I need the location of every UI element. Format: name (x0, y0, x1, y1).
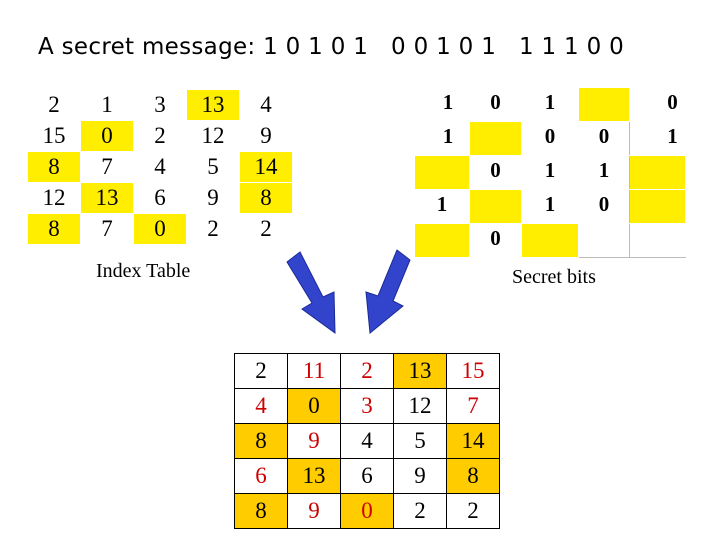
secret-cell: 0 (469, 155, 522, 190)
result-cell: 0 (287, 388, 341, 424)
index-cell: 8 (27, 151, 81, 183)
table-row: 8 9 0 2 2 (234, 493, 500, 529)
secret-cell: 1 (414, 87, 470, 122)
result-cell: 15 (446, 353, 500, 389)
result-cell: 9 (393, 458, 447, 494)
result-cell: 4 (234, 388, 288, 424)
secret-cell: 1 (414, 121, 470, 156)
index-table-label: Index Table (96, 260, 191, 282)
secret-cell (414, 223, 470, 258)
index-cell: 8 (239, 182, 293, 214)
result-cell: 4 (340, 423, 394, 459)
secret-bits-label: Secret bits (512, 266, 596, 288)
index-table: 2 1 3 13 4 15 0 2 12 9 8 7 4 5 14 12 13 … (27, 89, 293, 245)
table-row: 1 1 0 (414, 189, 686, 224)
secret-cell: 1 (521, 87, 579, 122)
table-row: 4 0 3 12 7 (234, 388, 500, 424)
index-cell: 2 (186, 213, 240, 245)
table-row: 2 11 2 13 15 (234, 353, 500, 389)
index-cell: 6 (133, 182, 187, 214)
result-cell: 7 (446, 388, 500, 424)
index-cell: 2 (239, 213, 293, 245)
result-cell: 9 (287, 493, 341, 529)
index-cell: 5 (186, 151, 240, 183)
secret-cell (414, 155, 470, 190)
secret-cell: 1 (629, 121, 686, 156)
result-cell: 8 (446, 458, 500, 494)
right-down-arrow-icon (365, 249, 411, 334)
index-cell: 8 (27, 213, 81, 245)
result-table: 2 11 2 13 15 4 0 3 12 7 8 9 4 5 14 6 13 … (234, 353, 500, 529)
table-row: 15 0 2 12 9 (27, 120, 293, 152)
table-row: 6 13 6 9 8 (234, 458, 500, 494)
index-cell: 9 (239, 120, 293, 152)
result-cell: 6 (234, 458, 288, 494)
result-cell: 8 (234, 493, 288, 529)
result-cell: 8 (234, 423, 288, 459)
result-cell: 2 (446, 493, 500, 529)
result-cell: 5 (393, 423, 447, 459)
secret-cell (578, 87, 630, 122)
table-row: 8 7 0 2 2 (27, 213, 293, 245)
result-cell: 9 (287, 423, 341, 459)
table-row: 8 9 4 5 14 (234, 423, 500, 459)
secret-cell: 1 (578, 155, 630, 190)
index-cell: 12 (186, 120, 240, 152)
table-row: 8 7 4 5 14 (27, 151, 293, 183)
result-cell: 6 (340, 458, 394, 494)
index-cell: 14 (239, 151, 293, 183)
secret-cell (629, 223, 686, 258)
secret-cell (629, 155, 686, 190)
result-cell: 12 (393, 388, 447, 424)
table-row: 1 0 0 1 (414, 121, 686, 156)
result-cell: 11 (287, 353, 341, 389)
left-down-arrow-icon (286, 251, 336, 334)
secret-cell: 0 (469, 223, 522, 258)
secret-cell (469, 121, 522, 156)
result-cell: 2 (234, 353, 288, 389)
table-row: 0 (414, 223, 686, 258)
result-cell: 13 (287, 458, 341, 494)
secret-cell: 1 (521, 189, 579, 224)
index-cell: 3 (133, 89, 187, 121)
index-cell: 7 (80, 213, 134, 245)
secret-cell: 0 (469, 87, 522, 122)
index-cell: 4 (133, 151, 187, 183)
result-cell: 2 (393, 493, 447, 529)
secret-cell (521, 223, 579, 258)
secret-message-title: A secret message: 1 0 1 0 1 0 0 1 0 1 1 … (38, 34, 625, 60)
result-cell: 13 (393, 353, 447, 389)
result-cell: 0 (340, 493, 394, 529)
table-row: 12 13 6 9 8 (27, 182, 293, 214)
secret-cell: 0 (578, 121, 630, 156)
result-cell: 2 (340, 353, 394, 389)
index-cell: 13 (80, 182, 134, 214)
index-cell: 12 (27, 182, 81, 214)
table-row: 1 0 1 0 (414, 87, 686, 122)
result-cell: 14 (446, 423, 500, 459)
index-cell: 4 (239, 89, 293, 121)
index-cell: 0 (133, 213, 187, 245)
result-cell: 3 (340, 388, 394, 424)
secret-bits-table: 1 0 1 0 1 0 0 1 0 1 1 1 1 0 0 (414, 87, 686, 258)
